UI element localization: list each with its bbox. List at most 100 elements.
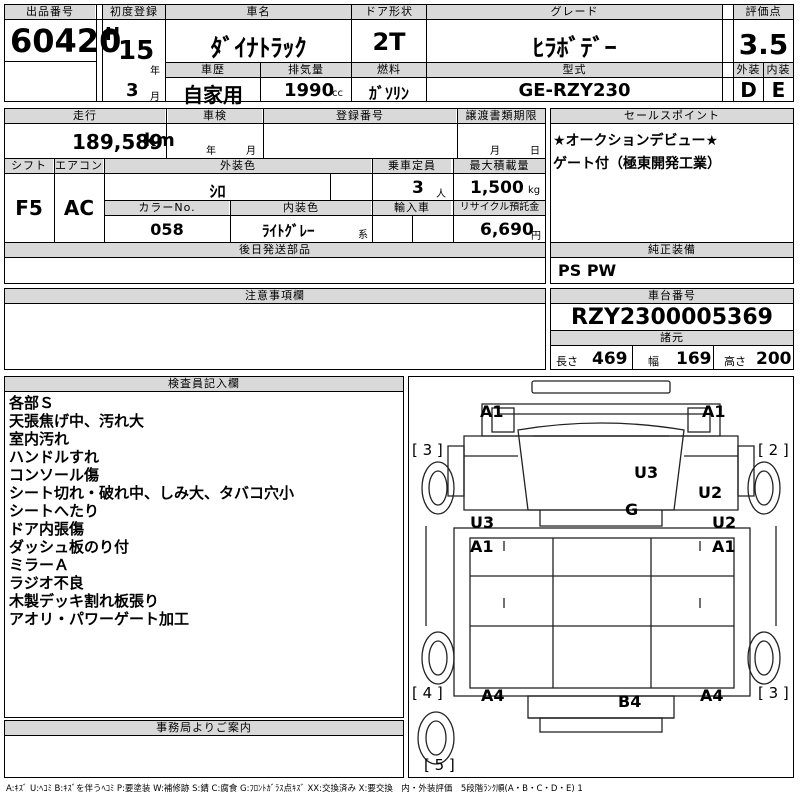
inspector-box bbox=[4, 376, 404, 718]
hdr-color-no: カラーNo. bbox=[105, 201, 229, 215]
hdr-exterior: 外装 bbox=[734, 63, 763, 77]
mark-front-left: A1 bbox=[480, 402, 504, 421]
car-history: 自家用 bbox=[183, 83, 243, 107]
hdr-model-code: 型式 bbox=[427, 63, 722, 77]
hdr-color: 外装色 bbox=[105, 159, 371, 173]
exterior-grade: D bbox=[740, 78, 757, 102]
fuel-type: ｶﾞｿﾘﾝ bbox=[368, 84, 409, 103]
shift-value: F5 bbox=[15, 196, 43, 220]
hdr-mileage: 走行 bbox=[5, 109, 165, 123]
sales-point-1: ★オークションデビュー★ bbox=[553, 133, 719, 149]
load-value: 1,500 bbox=[470, 178, 524, 198]
note-line: ミラーＡ bbox=[9, 556, 70, 574]
hdr-first-reg: 初度登録 bbox=[103, 5, 165, 19]
first-reg-year: 15 bbox=[118, 36, 155, 66]
overall-score: 3.5 bbox=[738, 28, 789, 61]
person-unit: 人 bbox=[436, 189, 446, 200]
note-line: シートへたり bbox=[9, 502, 100, 520]
section-right-front: [ 2 ] bbox=[758, 441, 789, 459]
hdr-score: 評価点 bbox=[734, 5, 793, 19]
recycle-value: 6,690 bbox=[480, 220, 534, 240]
hdr-shift: シフト bbox=[5, 159, 53, 173]
inspection-year-unit: 年 bbox=[206, 146, 216, 157]
model-code: GE-RZY230 bbox=[518, 80, 631, 101]
hdr-ac: エアコン bbox=[55, 159, 103, 173]
hdr-later-parts: 後日発送部品 bbox=[5, 243, 545, 257]
truck-outline-diagram bbox=[417, 380, 781, 765]
month-unit: 月 bbox=[150, 92, 160, 103]
cc-unit: cc bbox=[332, 88, 343, 99]
note-line: ラジオ不良 bbox=[9, 574, 84, 592]
section-bottom: [ 5 ] bbox=[424, 756, 455, 774]
hdr-inspection: 車検 bbox=[168, 109, 262, 123]
mark-right-side-2: A1 bbox=[712, 537, 736, 556]
inspection-month-unit: 月 bbox=[246, 146, 256, 157]
interior-color-value: ﾗｲﾄｸﾞﾚｰ bbox=[262, 222, 315, 240]
width-value: 169 bbox=[676, 349, 712, 369]
length-label: 長さ bbox=[556, 355, 578, 368]
hdr-grade: グレード bbox=[427, 5, 722, 19]
chassis-number: RZY2300005369 bbox=[571, 305, 773, 330]
mark-rear-center: B4 bbox=[618, 692, 642, 711]
hdr-car-name: 車名 bbox=[166, 5, 351, 19]
mark-rear-left: A4 bbox=[481, 686, 505, 705]
hdr-interior: 内装 bbox=[764, 63, 793, 77]
hdr-office: 事務局よりご案内 bbox=[5, 721, 403, 735]
note-line: シート切れ・破れ中、しみ大、タバコ穴小 bbox=[9, 484, 295, 502]
kg-unit: kg bbox=[528, 185, 541, 196]
mark-cab-top: U3 bbox=[634, 463, 659, 482]
hdr-inspector: 検査員記入欄 bbox=[5, 377, 403, 391]
hdr-equipment: 純正装備 bbox=[551, 243, 793, 257]
height-label: 高さ bbox=[724, 355, 746, 368]
hdr-chassis: 車台番号 bbox=[551, 289, 793, 303]
height-value: 200 bbox=[756, 349, 792, 369]
color-value: ｼﾛ bbox=[209, 182, 226, 201]
ac-value: AC bbox=[63, 196, 95, 220]
grade: ﾋﾗﾎﾞﾃﾞｰ bbox=[532, 34, 617, 62]
hdr-dims: 諸元 bbox=[551, 331, 793, 345]
section-left-rear: [ 4 ] bbox=[412, 684, 443, 702]
era-letter: H bbox=[105, 24, 121, 45]
door-type: 2T bbox=[372, 28, 406, 56]
legend-text: A:ｷｽﾞ U:ﾍｺﾐ B:ｷｽﾞを伴うﾍｺﾐ P:要塗装 W:補修跡 S:錆 … bbox=[6, 784, 583, 794]
color-no-value: 058 bbox=[150, 220, 184, 239]
hdr-fuel: 燃料 bbox=[352, 63, 426, 77]
transfer-month-unit: 月 bbox=[490, 146, 500, 157]
kei-unit: 系 bbox=[358, 230, 368, 241]
displacement: 1990 bbox=[284, 80, 335, 101]
interior-grade: E bbox=[771, 78, 786, 102]
mark-cab-right: U2 bbox=[698, 483, 723, 502]
top-info-block bbox=[4, 4, 794, 102]
hdr-displacement: 排気量 bbox=[261, 63, 351, 77]
hdr-interior-color: 内装色 bbox=[231, 201, 371, 215]
car-name: ﾀﾞｲﾅﾄﾗｯｸ bbox=[210, 34, 307, 62]
mileage-value: 189,589 bbox=[72, 130, 164, 154]
inspector-notes: 各部Ｓ 天張焦げ中、汚れ大 室内汚れ ハンドルすれ コンソール傷 シート切れ・破… bbox=[9, 394, 294, 628]
note-line: ドア内張傷 bbox=[9, 520, 85, 538]
transfer-day-unit: 日 bbox=[530, 146, 540, 157]
hdr-load: 最大積載量 bbox=[454, 159, 545, 173]
note-line: 室内汚れ bbox=[9, 430, 70, 448]
hdr-door: ドア形状 bbox=[352, 5, 426, 19]
note-line: アオリ・パワーゲート加工 bbox=[9, 610, 190, 628]
sales-point-2: ゲート付（極東開発工業） bbox=[553, 156, 721, 172]
equipment-value: PS PW bbox=[558, 261, 617, 280]
hdr-sales-point: セールスポイント bbox=[551, 109, 793, 123]
capacity-value: 3 bbox=[412, 178, 424, 198]
hdr-lot-no: 出品番号 bbox=[5, 5, 95, 19]
section-right-rear: [ 3 ] bbox=[758, 684, 789, 702]
year-unit: 年 bbox=[150, 66, 160, 77]
damage-diagram-box bbox=[408, 376, 794, 778]
yen-unit: 円 bbox=[531, 231, 541, 242]
note-line: ハンドルすれ bbox=[9, 448, 100, 466]
mark-right-side: U2 bbox=[712, 513, 737, 532]
hdr-plate: 登録番号 bbox=[264, 109, 456, 123]
note-line: ダッシュ板のり付 bbox=[9, 538, 130, 556]
hdr-recycle: リサイクル預託金 bbox=[454, 201, 545, 215]
mark-front-right: A1 bbox=[702, 402, 726, 421]
mark-left-side: U3 bbox=[470, 513, 495, 532]
note-line: コンソール傷 bbox=[9, 466, 100, 484]
hdr-capacity: 乗車定員 bbox=[373, 159, 451, 173]
mark-rear-right: A4 bbox=[700, 686, 724, 705]
length-value: 469 bbox=[592, 349, 628, 369]
